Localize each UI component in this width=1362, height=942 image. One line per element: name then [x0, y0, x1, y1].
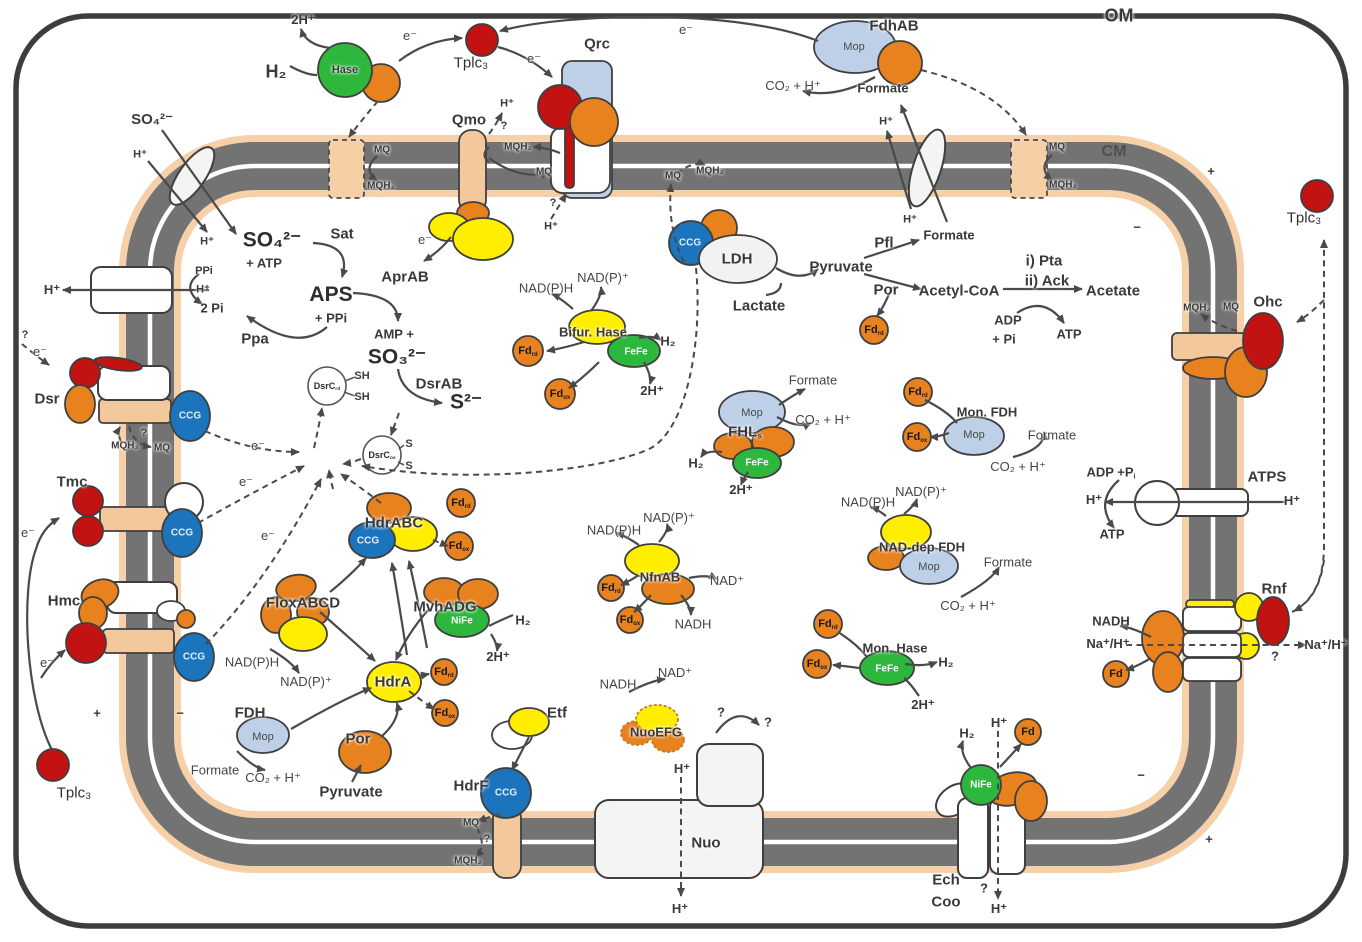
- tmc-membrane-bar: [99, 506, 170, 532]
- hmc-membrane-bar: [102, 628, 175, 654]
- floxabcd-complex: [260, 573, 330, 652]
- hdra-complex: [366, 658, 459, 727]
- fd-reduced: [512, 335, 544, 367]
- hdrf-ccg-subunit: [480, 767, 532, 819]
- nuo-peripheral-module: [696, 743, 764, 807]
- mq-anchor-left: [328, 139, 365, 199]
- fdh-mop-complex: [236, 716, 290, 754]
- rnf-complex: [1141, 592, 1290, 693]
- ech-coo-complex: [960, 764, 1048, 822]
- mon-fdh-complex: [902, 377, 1005, 456]
- dsr-complex: [64, 356, 211, 442]
- fd-rnf: [1102, 660, 1130, 688]
- qmo-membrane-bar: [458, 129, 487, 213]
- ech-membrane-subunit-1: [957, 797, 989, 879]
- fd-reduced-por: [859, 315, 889, 345]
- hmc-complex: [65, 578, 215, 682]
- dsrc-reduced: [307, 366, 347, 406]
- nuo-membrane-module: [594, 799, 764, 879]
- menaquinone-anchors: [328, 139, 1048, 199]
- tplc3-cytochrome-bottom: [36, 748, 70, 782]
- protein-complexes: [36, 20, 1334, 822]
- tplc3-cytochrome-top: [465, 23, 499, 57]
- nuoefg-complex: [620, 704, 685, 753]
- qmo-complex: [428, 201, 514, 261]
- por-complex: [338, 730, 392, 774]
- nfnab-complex: [597, 543, 695, 634]
- qrc-complex: [537, 60, 619, 199]
- bifurcating-hase-complex: [512, 309, 661, 410]
- mon-hase-complex: [802, 609, 915, 686]
- fd-oxidized: [544, 378, 576, 410]
- hase-complex: [317, 42, 401, 103]
- sulfate-transporter: [168, 146, 216, 206]
- fdhab-complex: [813, 20, 923, 86]
- tmc-complex: [72, 485, 203, 558]
- dsr-membrane-bar: [98, 398, 172, 424]
- etf-complex: [491, 707, 550, 750]
- mq-anchor-right: [1010, 139, 1048, 199]
- fhl-complex: [713, 390, 795, 479]
- transmembrane-bars: [98, 129, 1247, 879]
- nad-dep-fdh-complex: [867, 514, 959, 585]
- dsrc-oxidized: [362, 435, 402, 475]
- dsrc-carriers: [307, 366, 405, 475]
- mvhadg-complex: [423, 577, 499, 638]
- ldh-complex: [668, 209, 778, 284]
- tplc3-cytochrome-right: [1300, 179, 1334, 213]
- hdrabc-complex: [348, 488, 476, 561]
- fd-ech: [1014, 718, 1042, 746]
- reaction-arrows: [26, 15, 1287, 783]
- outer-membrane: [13, 13, 1349, 929]
- ohc-complex: [1182, 312, 1284, 398]
- electron-transfer-arrows: [21, 69, 1328, 900]
- formate-transporter: [907, 128, 947, 208]
